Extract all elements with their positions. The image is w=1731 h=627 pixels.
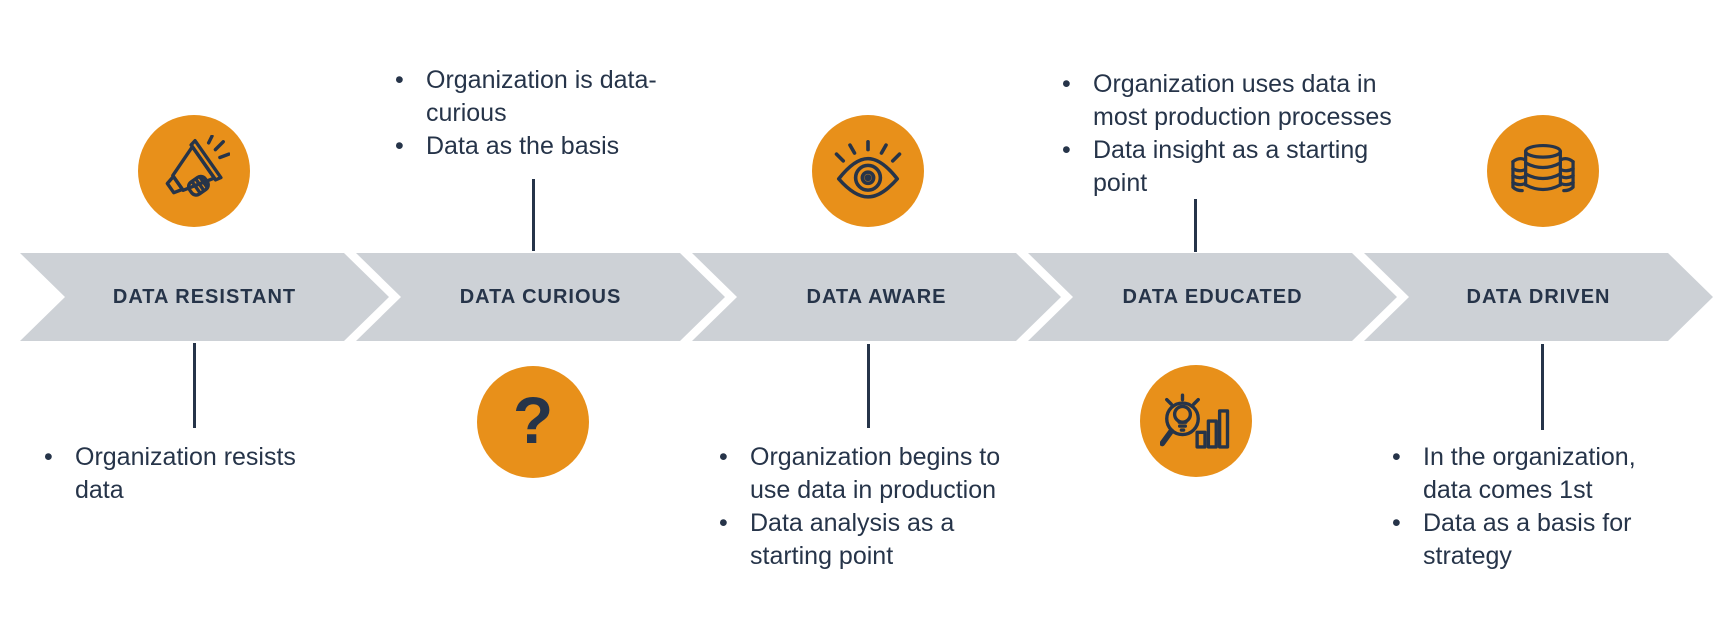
stage-icon-circle: ?: [477, 366, 589, 478]
stage-arrow-data-educated: DATA EDUCATED: [1028, 253, 1397, 341]
note-item: Data as the basis: [393, 130, 686, 163]
note-item: Data as a basis for strategy: [1390, 507, 1658, 573]
connector-line: [193, 343, 196, 428]
stage-label: DATA RESISTANT: [112, 285, 297, 308]
stage-icon-circle: [138, 115, 250, 227]
megaphone-icon: [165, 135, 230, 197]
stage-notes-data-educated: Organization uses data in most productio…: [1060, 68, 1405, 200]
note-item: Data analysis as a starting point: [717, 507, 1020, 573]
eye-icon: [834, 139, 902, 199]
note-item: In the organization, data comes 1st: [1390, 441, 1658, 507]
connector-line: [1541, 344, 1544, 430]
stage-notes-data-driven: In the organization, data comes 1st Data…: [1390, 441, 1658, 573]
stage-icon-circle: [1487, 115, 1599, 227]
stage-notes-data-curious: Organization is data-curious Data as the…: [393, 64, 686, 163]
stage-arrow-data-resistant: DATA RESISTANT: [20, 253, 389, 341]
note-item: Organization resists data: [42, 441, 315, 507]
stage-label: DATA EDUCATED: [1122, 285, 1303, 308]
stage-arrow-data-curious: DATA CURIOUS: [356, 253, 725, 341]
stage-icon-circle: [812, 115, 924, 227]
stage-label: DATA AWARE: [806, 285, 947, 308]
note-item: Organization begins to use data in produ…: [717, 441, 1020, 507]
note-item: Organization uses data in most productio…: [1060, 68, 1405, 134]
note-item: Data insight as a starting point: [1060, 134, 1405, 200]
stage-arrow-data-aware: DATA AWARE: [692, 253, 1061, 341]
stage-notes-data-aware: Organization begins to use data in produ…: [717, 441, 1020, 573]
stage-arrow-data-driven: DATA DRIVEN: [1364, 253, 1713, 341]
question-mark-icon: ?: [512, 383, 554, 457]
stage-icon-circle: [1140, 365, 1252, 477]
stage-label: DATA DRIVEN: [1466, 285, 1611, 308]
stage-label: DATA CURIOUS: [459, 285, 622, 308]
note-item: Organization is data-curious: [393, 64, 686, 130]
database-stack-icon: [1511, 143, 1575, 193]
connector-line: [532, 179, 535, 251]
connector-line: [867, 344, 870, 428]
connector-line: [1194, 199, 1197, 252]
stage-notes-data-resistant: Organization resists data: [42, 441, 315, 507]
magnifier-lightbulb-chart-icon: [1160, 393, 1230, 449]
